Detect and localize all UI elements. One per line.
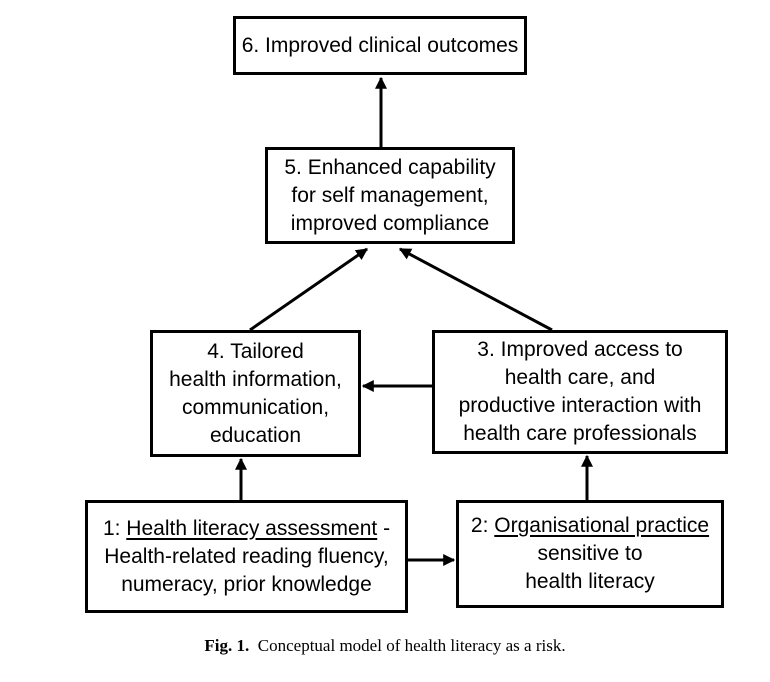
box-2-line-1: 2: Organisational practice	[471, 512, 709, 540]
figure-caption: Fig. 1. Conceptual model of health liter…	[0, 636, 770, 656]
box-2-prefix: 2:	[470, 514, 495, 537]
box-3-line-3: productive interaction with	[458, 394, 702, 417]
box-5-line-1: 5. Enhanced capability	[284, 155, 496, 179]
box-tailored-health-information: 4. Tailored health information, communic…	[150, 330, 361, 457]
box-6-line-1: 6. Improved clinical outcomes	[241, 33, 519, 57]
caption-label: Fig. 1.	[204, 636, 250, 655]
box-4-line-4: education	[209, 423, 302, 447]
box-1-prefix: 1:	[102, 516, 127, 540]
box-3-line-4: health care professionals	[463, 422, 697, 445]
box-enhanced-capability: 5. Enhanced capability for self manageme…	[265, 147, 515, 244]
box-1-line-3: numeracy, prior knowledge	[121, 572, 372, 596]
box-organisational-practice: 2: Organisational practice sensitive to …	[456, 500, 724, 608]
box-improved-clinical-outcomes: 6. Improved clinical outcomes	[233, 16, 527, 75]
box-1-line-2: Health-related reading fluency,	[104, 544, 389, 568]
box-improved-access: 3. Improved access to health care, and p…	[432, 330, 728, 454]
box-4-line-3: communication,	[181, 395, 330, 419]
box-1-title: Health literacy assessment	[126, 516, 378, 540]
box-2-title: Organisational practice	[494, 514, 710, 537]
arrow-b3-to-b5	[398, 247, 553, 332]
box-1-suffix: -	[377, 516, 391, 540]
box-5-line-2: for self management,	[291, 183, 489, 207]
box-health-literacy-assessment: 1: Health literacy assessment - Health-r…	[85, 500, 408, 613]
box-5-line-3: improved compliance	[290, 211, 490, 235]
box-2-line-2: sensitive to	[537, 542, 643, 565]
box-1-line-1: 1: Health literacy assessment -	[103, 515, 390, 543]
caption-text: Conceptual model of health literacy as a…	[257, 636, 566, 655]
box-3-line-1: 3. Improved access to	[477, 338, 683, 361]
box-2-line-3: health literacy	[525, 570, 655, 593]
box-4-line-1: 4. Tailored	[207, 339, 304, 363]
box-4-line-2: health information,	[169, 367, 342, 391]
arrow-b4-to-b5	[249, 247, 368, 332]
box-3-line-2: health care, and	[504, 366, 656, 389]
